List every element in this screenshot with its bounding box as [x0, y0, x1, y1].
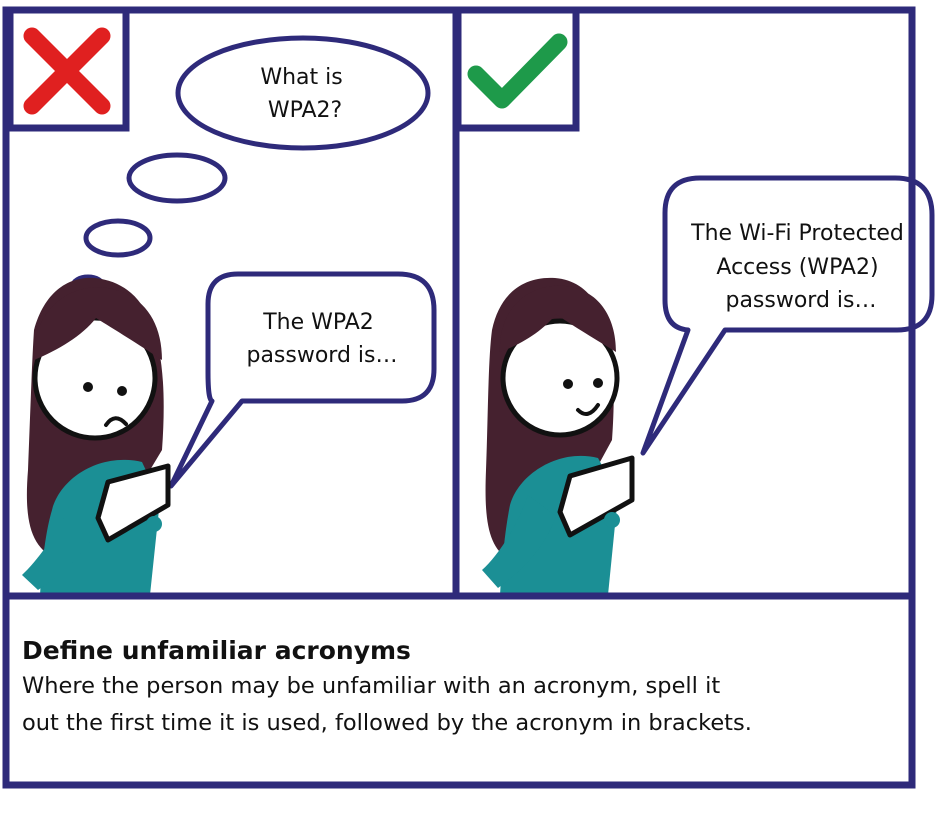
character-confused — [22, 277, 171, 595]
speech-line: The WPA2 — [262, 310, 374, 335]
fringe — [499, 285, 616, 352]
speech-line: The Wi-Fi Protected — [690, 221, 904, 246]
thought-text: What is WPA2? — [260, 65, 349, 123]
caption-body: Where the person may be unfamiliar with … — [22, 668, 902, 742]
caption-body-line: Where the person may be unfamiliar with … — [22, 673, 721, 699]
eye-right — [117, 386, 127, 396]
face — [500, 318, 620, 438]
mouth-smile — [576, 403, 600, 416]
thought-bubble — [175, 35, 431, 151]
arm — [482, 495, 556, 588]
thought-dot-medium — [83, 218, 153, 258]
cross-icon — [23, 27, 111, 115]
tablet — [95, 463, 171, 543]
speech-line: password is… — [725, 288, 876, 313]
speech-text: The Wi-Fi Protected Access (WPA2) passwo… — [690, 221, 911, 313]
panel-wrong: What is WPA2? The WPA2 password is… — [6, 6, 437, 595]
mouth-frown — [104, 416, 128, 427]
frame — [2, 6, 916, 789]
character-happy — [482, 277, 635, 595]
thought-line: What is — [260, 65, 342, 90]
speech-line: password is… — [246, 343, 397, 368]
hand — [146, 516, 162, 532]
tablet — [557, 455, 635, 538]
eye-left — [83, 382, 93, 392]
speech-text: The WPA2 password is… — [246, 310, 397, 368]
arm — [22, 500, 102, 590]
thought-line: WPA2? — [268, 98, 342, 123]
eye-right — [593, 378, 603, 388]
thought-dot-large — [126, 152, 228, 204]
eye-left — [563, 379, 573, 389]
speech-line: Access (WPA2) — [716, 255, 878, 280]
hand — [604, 512, 620, 528]
speech-bubble — [640, 175, 935, 456]
check-icon — [467, 33, 568, 109]
caption: Define unfamiliar acronyms Where the per… — [22, 634, 902, 742]
caption-title: Define unfamiliar acronyms — [22, 636, 411, 665]
caption-body-line: out the first time it is used, followed … — [22, 710, 752, 736]
fringe — [33, 287, 162, 360]
panel-right: The Wi-Fi Protected Access (WPA2) passwo… — [454, 6, 935, 595]
speech-bubble — [168, 271, 437, 489]
